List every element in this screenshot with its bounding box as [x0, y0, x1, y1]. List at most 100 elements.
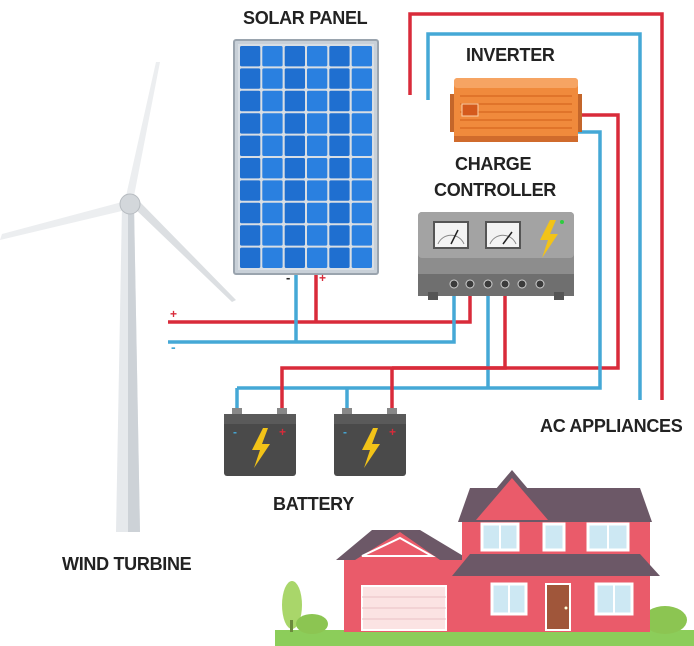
solar-cell	[240, 46, 261, 67]
solar-cell	[262, 158, 283, 179]
solar-cell	[329, 225, 350, 246]
solar-cell	[307, 202, 328, 224]
charge-controller-label-line1: CHARGE	[455, 154, 532, 174]
solar-cell	[307, 247, 328, 268]
solar-cell	[262, 46, 283, 67]
solar-cell	[351, 135, 372, 156]
solar-cell	[351, 46, 372, 67]
solar-cell	[329, 247, 350, 268]
solar-cell	[351, 90, 372, 112]
solar-plus-sign: +	[319, 271, 326, 285]
solar-cell	[262, 247, 283, 268]
solar-cell	[329, 158, 350, 179]
solar-cell	[240, 68, 261, 89]
svg-text:-: -	[233, 425, 237, 439]
turbine-blade	[132, 200, 236, 302]
solar-cell	[262, 135, 283, 156]
svg-text:+: +	[279, 425, 286, 439]
solar-cell	[240, 180, 261, 201]
solar-cell	[351, 113, 372, 134]
solar-cell	[329, 180, 350, 201]
solar-cell	[351, 180, 372, 201]
battery-label: BATTERY	[273, 494, 354, 514]
svg-text:-: -	[343, 425, 347, 439]
solar-cell	[284, 180, 305, 201]
solar-cell	[262, 225, 283, 246]
house	[275, 470, 694, 646]
solar-cell	[284, 90, 305, 112]
solar-cell	[240, 158, 261, 179]
solar-cell	[284, 68, 305, 89]
inverter-indicator	[461, 103, 479, 117]
voltmeter-gauge	[433, 221, 469, 249]
ac-appliances-label: AC APPLIANCES	[540, 416, 683, 436]
solar-cell	[329, 46, 350, 67]
solar-cell	[284, 135, 305, 156]
turbine-blade	[126, 62, 160, 196]
solar-cell	[284, 46, 305, 67]
battery-2: - +	[334, 408, 406, 476]
solar-cell	[307, 46, 328, 67]
solar-cells	[240, 46, 372, 268]
lightning-icon	[362, 428, 380, 468]
solar-cell	[351, 202, 372, 224]
solar-cell	[329, 90, 350, 112]
ammeter-gauge	[485, 221, 521, 249]
solar-cell	[307, 113, 328, 134]
ac-output-negative-wire	[426, 32, 642, 400]
solar-cell	[262, 113, 283, 134]
turbine-blade	[0, 202, 126, 240]
solar-panel: - +	[233, 39, 379, 285]
solar-cell	[307, 180, 328, 201]
inverter	[450, 78, 582, 142]
lightning-icon	[540, 220, 558, 258]
wind-minus-sign: -	[171, 339, 176, 355]
solar-cell	[329, 135, 350, 156]
solar-cell	[329, 202, 350, 224]
ac-output-positive-wire	[408, 12, 664, 400]
solar-cell	[329, 68, 350, 89]
charge-controller-label-line2: CONTROLLER	[434, 180, 556, 200]
inverter-input-negative-wire	[237, 130, 602, 390]
solar-cell	[351, 247, 372, 268]
solar-cell	[240, 113, 261, 134]
solar-cell	[307, 68, 328, 89]
battery-1: - +	[224, 408, 296, 476]
solar-cell	[240, 225, 261, 246]
solar-cell	[240, 90, 261, 112]
svg-text:+: +	[389, 425, 396, 439]
charge-controller	[418, 212, 574, 300]
solar-cell	[284, 113, 305, 134]
solar-cell	[307, 158, 328, 179]
turbine-negative-wire	[168, 288, 456, 344]
wiring	[168, 12, 664, 412]
solar-cell	[351, 225, 372, 246]
wind-turbine-label: WIND TURBINE	[62, 554, 192, 574]
solar-cell	[240, 135, 261, 156]
lightning-icon	[252, 428, 270, 468]
solar-cell	[262, 90, 283, 112]
solar-cell	[284, 158, 305, 179]
solar-cell	[307, 225, 328, 246]
solar-cell	[240, 202, 261, 224]
solar-cell	[351, 68, 372, 89]
inverter-label: INVERTER	[466, 45, 555, 65]
solar-cell	[284, 247, 305, 268]
solar-panel-label: SOLAR PANEL	[243, 8, 368, 28]
solar-minus-sign: -	[286, 270, 290, 285]
solar-cell	[351, 158, 372, 179]
wind-turbine	[0, 62, 236, 532]
solar-cell	[262, 68, 283, 89]
solar-cell	[262, 202, 283, 224]
solar-cell	[329, 113, 350, 134]
window	[542, 522, 566, 552]
solar-cell	[240, 247, 261, 268]
solar-cell	[284, 225, 305, 246]
solar-cell	[284, 202, 305, 224]
solar-cell	[307, 135, 328, 156]
wind-plus-sign: +	[170, 307, 177, 321]
solar-cell	[262, 180, 283, 201]
solar-cell	[307, 90, 328, 112]
controller-terminals	[449, 279, 545, 289]
